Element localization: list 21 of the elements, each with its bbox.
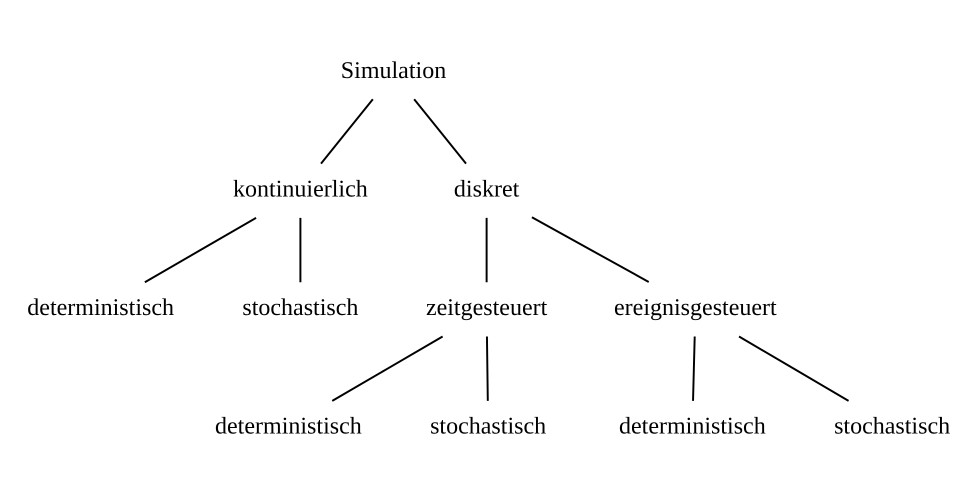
node-text: deterministisch [619,414,766,440]
node-text: ereignisgesteuert [614,295,777,322]
connector [531,216,650,283]
node-text: zeitgesteuert [426,295,548,322]
connector [413,98,467,164]
node-text: stochastisch [242,295,358,322]
node-text: diskret [454,176,520,202]
connector [486,218,488,282]
connector [486,336,489,401]
node-text: deterministisch [27,295,174,322]
node-text: kontinuierlich [233,176,368,202]
connector [738,336,850,402]
node-text: stochastisch [834,414,950,440]
connector [320,98,374,164]
connector [144,217,257,284]
connector [692,336,696,401]
connector [332,336,444,402]
connector [299,218,302,282]
node-text: stochastisch [430,414,546,440]
node-text: Simulation [340,58,446,84]
node-text: deterministisch [215,414,362,440]
